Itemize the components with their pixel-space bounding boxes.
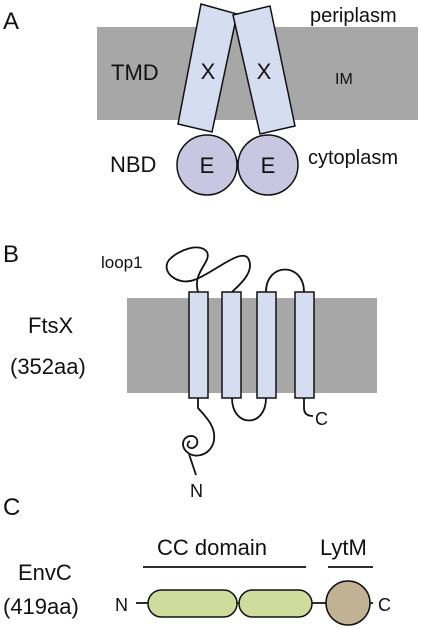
inner-membrane-band-b [127, 298, 377, 393]
nbd-label: NBD [110, 152, 156, 177]
panel-b: B loop1 FtsX (352aa) C N [3, 241, 377, 501]
tm-subunit-label-right: X [257, 59, 272, 84]
im-label: IM [335, 71, 353, 88]
panel-b-letter: B [3, 241, 19, 268]
envc-length: (419aa) [3, 594, 79, 619]
cc-domain-label: CC domain [157, 535, 267, 560]
tm-subunit-label-left: X [201, 59, 216, 84]
nbd-domain-right: E [237, 134, 299, 196]
panel-a: A periplasm TMD IM cytoplasm X X NBD E E [3, 3, 418, 196]
ftsx-tm-helix-1 [188, 291, 209, 399]
ftsx-tm-helix-3 [256, 291, 277, 399]
panel-c: C CC domain LytM EnvC (419aa) N C [3, 494, 391, 626]
ftsx-length: (352aa) [10, 354, 86, 379]
lytm-domain [325, 580, 371, 626]
periplasm-label: periplasm [310, 5, 397, 27]
panel-a-letter: A [3, 8, 19, 35]
ftsx-n-terminus: N [190, 481, 203, 501]
nbd-subunit-label-left: E [200, 153, 215, 178]
cytoplasm-label: cytoplasm [308, 147, 398, 169]
nbd-domain-left: E [176, 134, 238, 196]
envc-name: EnvC [18, 560, 72, 585]
ftsx-tm-helix-right: X [232, 5, 296, 135]
envc-c-terminus: C [378, 595, 391, 615]
ftsx-tm-helix-left: X [177, 3, 238, 133]
ftsx-tm-helix-2 [221, 291, 242, 399]
ftsx-name: FtsX [28, 313, 74, 338]
lytm-label: LytM [320, 535, 367, 560]
ftsx-c-terminus: C [315, 409, 328, 429]
tmd-label: TMD [111, 60, 159, 85]
ftsx-topology-line [165, 246, 314, 476]
ftsx-tm-helix-4 [294, 291, 315, 399]
coiled-coil-domain-2 [238, 589, 313, 618]
loop1-label: loop1 [101, 253, 143, 272]
coiled-coil-domain-1 [147, 589, 238, 618]
envc-n-terminus: N [115, 595, 128, 615]
panel-c-letter: C [3, 494, 20, 521]
nbd-subunit-label-right: E [261, 153, 276, 178]
